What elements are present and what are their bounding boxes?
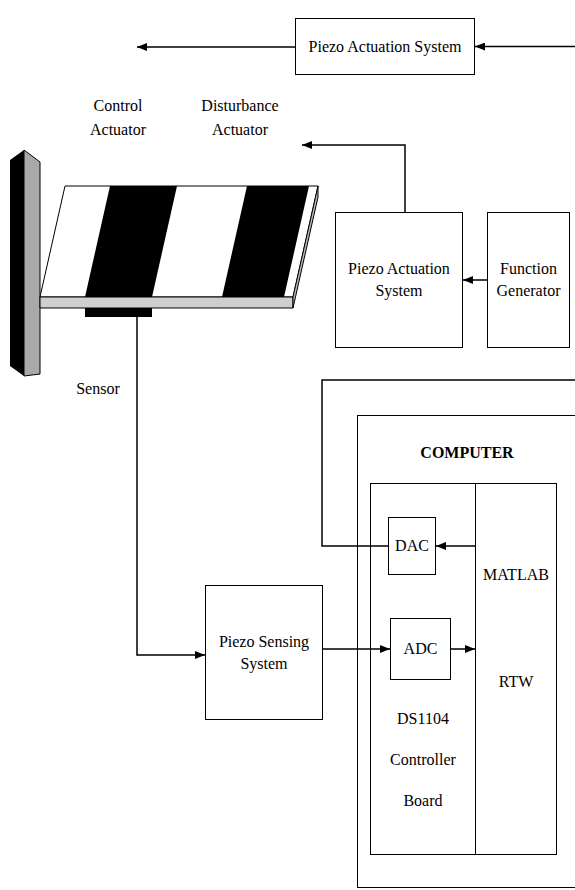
clamp-face <box>24 150 40 376</box>
signal-connector <box>322 47 575 547</box>
computer-box: COMPUTER DS1104 Controller Board DAC ADC MAT… <box>357 415 575 888</box>
box-label: Function Generator <box>494 258 563 302</box>
box-label: DS1104 Controller Board <box>379 698 467 821</box>
cantilever-beam <box>10 150 318 376</box>
part-label: Sensor <box>72 377 124 401</box>
disturbance-actuator-patch <box>222 186 309 297</box>
box-label: Piezo Sensing System <box>212 631 316 675</box>
signal-wires <box>137 47 405 655</box>
generator-box: Function Generator <box>487 212 570 348</box>
signal-connector <box>463 279 487 281</box>
box-label: DAC <box>395 535 429 557</box>
sensor-wire <box>137 317 205 655</box>
box-label: Piezo Actuation System <box>342 258 456 302</box>
box-label: MATLAB <box>476 564 556 586</box>
box-label: RTW <box>476 671 556 693</box>
part-label: Control Actuator <box>80 94 156 142</box>
signal-connector <box>451 648 475 650</box>
converter-box: ADC <box>390 618 451 680</box>
part-label: Disturbance Actuator <box>198 94 282 142</box>
actuation-box: Piezo Actuation System <box>335 212 463 348</box>
label-slot: Control Actuator <box>80 94 156 142</box>
beam-top <box>40 186 318 297</box>
box-label: Piezo Actuation System <box>309 36 462 58</box>
sensing-box: Piezo Sensing System <box>205 585 323 720</box>
software-panel: MATLAB RTW <box>475 483 557 855</box>
controller-board-panel: DS1104 Controller Board DAC ADC <box>370 483 476 855</box>
control-actuator-patch <box>85 186 177 297</box>
beam-end <box>293 186 318 308</box>
connectors <box>322 47 575 650</box>
beam-side <box>40 297 293 308</box>
sensor-patch <box>85 308 152 317</box>
clamp-wall <box>10 150 24 376</box>
control-wire <box>137 46 295 48</box>
label-slot: Sensor <box>72 377 124 401</box>
signal-connector <box>436 545 475 547</box>
box-label: COMPUTER <box>358 442 575 464</box>
box-label: ADC <box>404 638 438 660</box>
label-slot: Disturbance Actuator <box>198 94 282 142</box>
converter-box: DAC <box>388 517 436 575</box>
actuation-box: Piezo Actuation System <box>295 18 475 75</box>
disturbance-wire <box>302 145 405 212</box>
